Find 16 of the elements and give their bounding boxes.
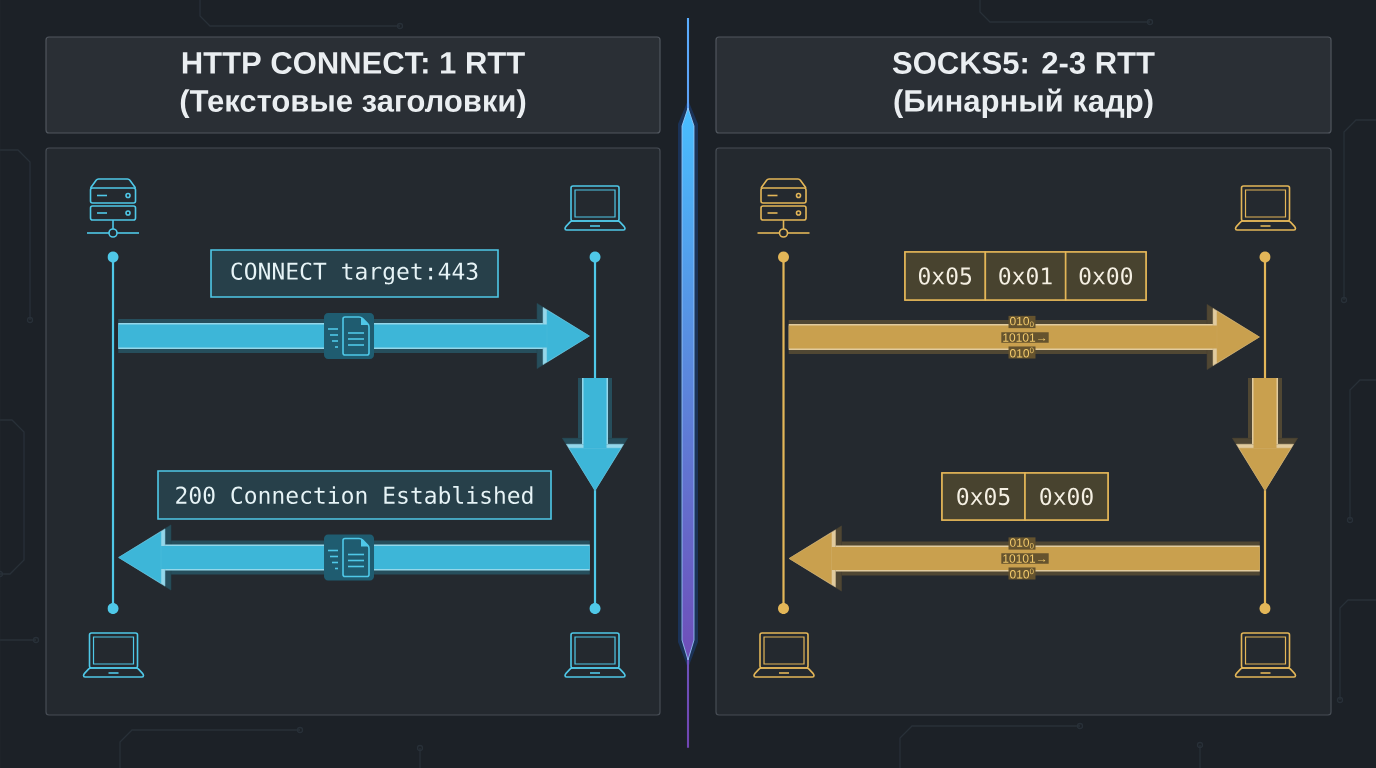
message-box: CONNECT target:443: [210, 249, 499, 298]
binary-digits: 010$^{0}$: [1008, 567, 1036, 580]
message-box: 200 Connection Established: [157, 470, 552, 520]
lifeline: [778, 251, 789, 614]
binary-digits: 10101→: [1001, 553, 1049, 564]
binary-digits: 010$_{0}$: [1008, 537, 1036, 550]
byte-cell: 0x05: [941, 472, 1026, 521]
binary-digits: 10101→: [1001, 332, 1049, 343]
byte-cell: 0x05: [904, 251, 987, 301]
header-box: SOCKS5: 2-3 RTT (Бинарный кадр): [715, 36, 1332, 134]
byte-cell: 0x00: [1064, 251, 1147, 301]
lifeline: [107, 251, 119, 614]
header-box: HTTP CONNECT: 1 RTT (Текстовые заголовки): [45, 36, 661, 134]
byte-cell: 0x00: [1024, 472, 1109, 521]
binary-digits: 010$^{0}$: [1008, 346, 1036, 359]
byte-cell: 0x01: [984, 251, 1067, 301]
